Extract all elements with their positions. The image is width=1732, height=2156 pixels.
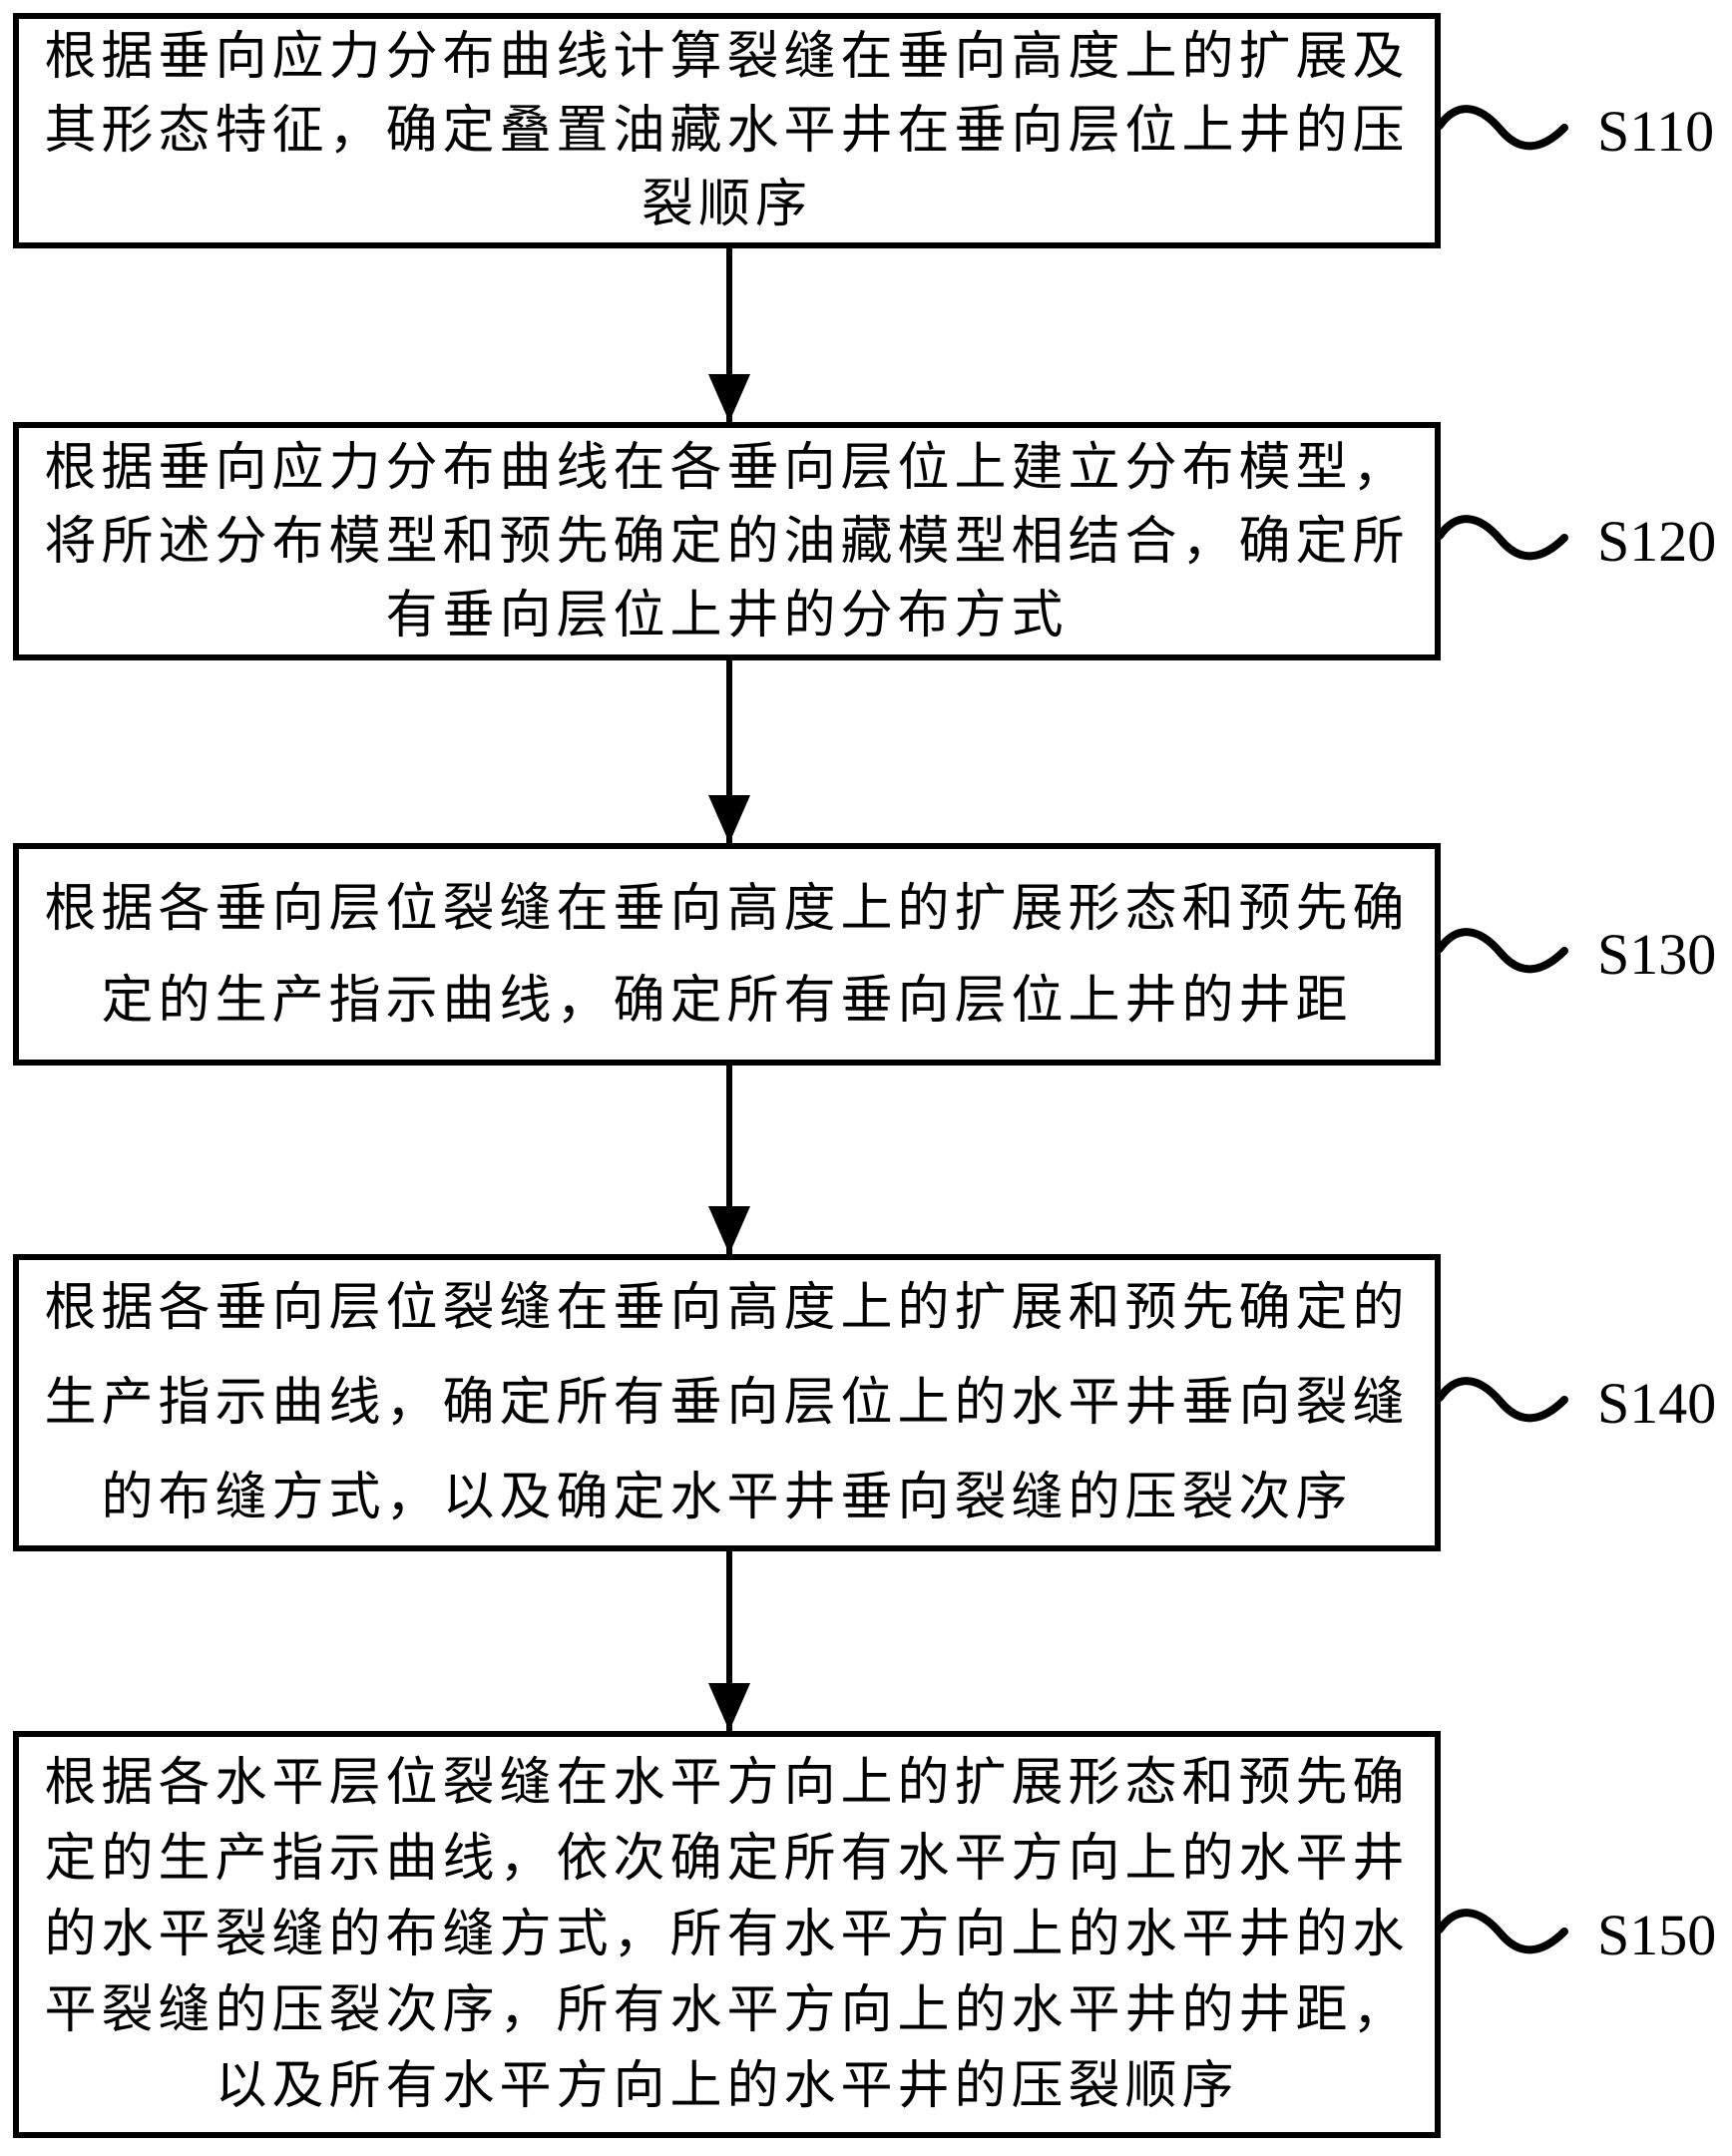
arrowhead-icon xyxy=(708,374,750,422)
step-text-line: 定的生产指示曲线，依次确定所有水平方向上的水平井 xyxy=(44,1829,1410,1889)
connector-s110: S110 xyxy=(1437,91,1714,171)
step-label: S130 xyxy=(1597,921,1717,987)
step-box-s130: 根据各垂向层位裂缝在垂向高度上的扩展形态和预先确 定的生产指示曲线，确定所有垂向… xyxy=(13,843,1441,1066)
tilde-connector-icon xyxy=(1437,515,1568,561)
step-label: S150 xyxy=(1597,1902,1717,1967)
connector-s130: S130 xyxy=(1437,914,1716,994)
step-text-line: 其形态特征，确定叠置油藏水平井在垂向层位上井的压 xyxy=(44,101,1410,161)
step-text-line: 的布缝方式，以及确定水平井垂向裂缝的压裂次序 xyxy=(101,1467,1353,1527)
arrowhead-icon xyxy=(708,795,750,843)
connector-s150: S150 xyxy=(1437,1895,1716,1974)
step-label: S140 xyxy=(1597,1370,1717,1436)
step-text-line: 根据各垂向层位裂缝在垂向高度上的扩展和预先确定的 xyxy=(44,1277,1410,1338)
step-text-line: 定的生产指示曲线，确定所有垂向层位上井的井距 xyxy=(101,970,1353,1031)
down-arrow-icon xyxy=(708,660,750,843)
step-label: S110 xyxy=(1597,98,1715,164)
step-text-line: 以及所有水平方向上的水平井的压裂顺序 xyxy=(215,2056,1239,2116)
step-label: S120 xyxy=(1597,508,1717,574)
tilde-connector-icon xyxy=(1437,105,1568,151)
step-text-line: 的水平裂缝的布缝方式，所有水平方向上的水平井的水 xyxy=(44,1905,1410,1964)
step-box-s150: 根据各水平层位裂缝在水平方向上的扩展形态和预先确 定的生产指示曲线，依次确定所有… xyxy=(13,1731,1441,2138)
step-text-line: 根据各垂向层位裂缝在垂向高度上的扩展形态和预先确 xyxy=(44,878,1410,939)
step-text-line: 平裂缝的压裂次序，所有水平方向上的水平井的井距， xyxy=(44,1980,1410,2040)
tilde-connector-icon xyxy=(1437,1909,1568,1954)
step-text-line: 裂顺序 xyxy=(641,175,812,234)
tilde-connector-icon xyxy=(1437,1377,1568,1423)
down-arrow-icon xyxy=(708,1066,750,1254)
arrowhead-icon xyxy=(708,1206,750,1254)
tilde-connector-icon xyxy=(1437,928,1568,974)
arrowhead-icon xyxy=(708,1683,750,1731)
step-text-line: 将所述分布模型和预先确定的油藏模型相结合，确定所 xyxy=(44,511,1410,572)
connector-s120: S120 xyxy=(1437,501,1716,581)
step-text-line: 根据垂向应力分布曲线计算裂缝在垂向高度上的扩展及 xyxy=(44,27,1410,87)
step-text-line: 根据垂向应力分布曲线在各垂向层位上建立分布模型， xyxy=(44,437,1410,498)
step-box-s110: 根据垂向应力分布曲线计算裂缝在垂向高度上的扩展及 其形态特征，确定叠置油藏水平井… xyxy=(13,13,1441,248)
step-text-line: 生产指示曲线，确定所有垂向层位上的水平井垂向裂缝 xyxy=(44,1372,1410,1433)
step-box-s120: 根据垂向应力分布曲线在各垂向层位上建立分布模型， 将所述分布模型和预先确定的油藏… xyxy=(13,422,1441,660)
down-arrow-icon xyxy=(708,248,750,422)
step-text-line: 有垂向层位上井的分布方式 xyxy=(385,585,1069,646)
step-box-s140: 根据各垂向层位裂缝在垂向高度上的扩展和预先确定的 生产指示曲线，确定所有垂向层位… xyxy=(13,1254,1441,1551)
down-arrow-icon xyxy=(708,1551,750,1731)
step-text-line: 根据各水平层位裂缝在水平方向上的扩展形态和预先确 xyxy=(44,1753,1410,1813)
connector-s140: S140 xyxy=(1437,1363,1716,1443)
